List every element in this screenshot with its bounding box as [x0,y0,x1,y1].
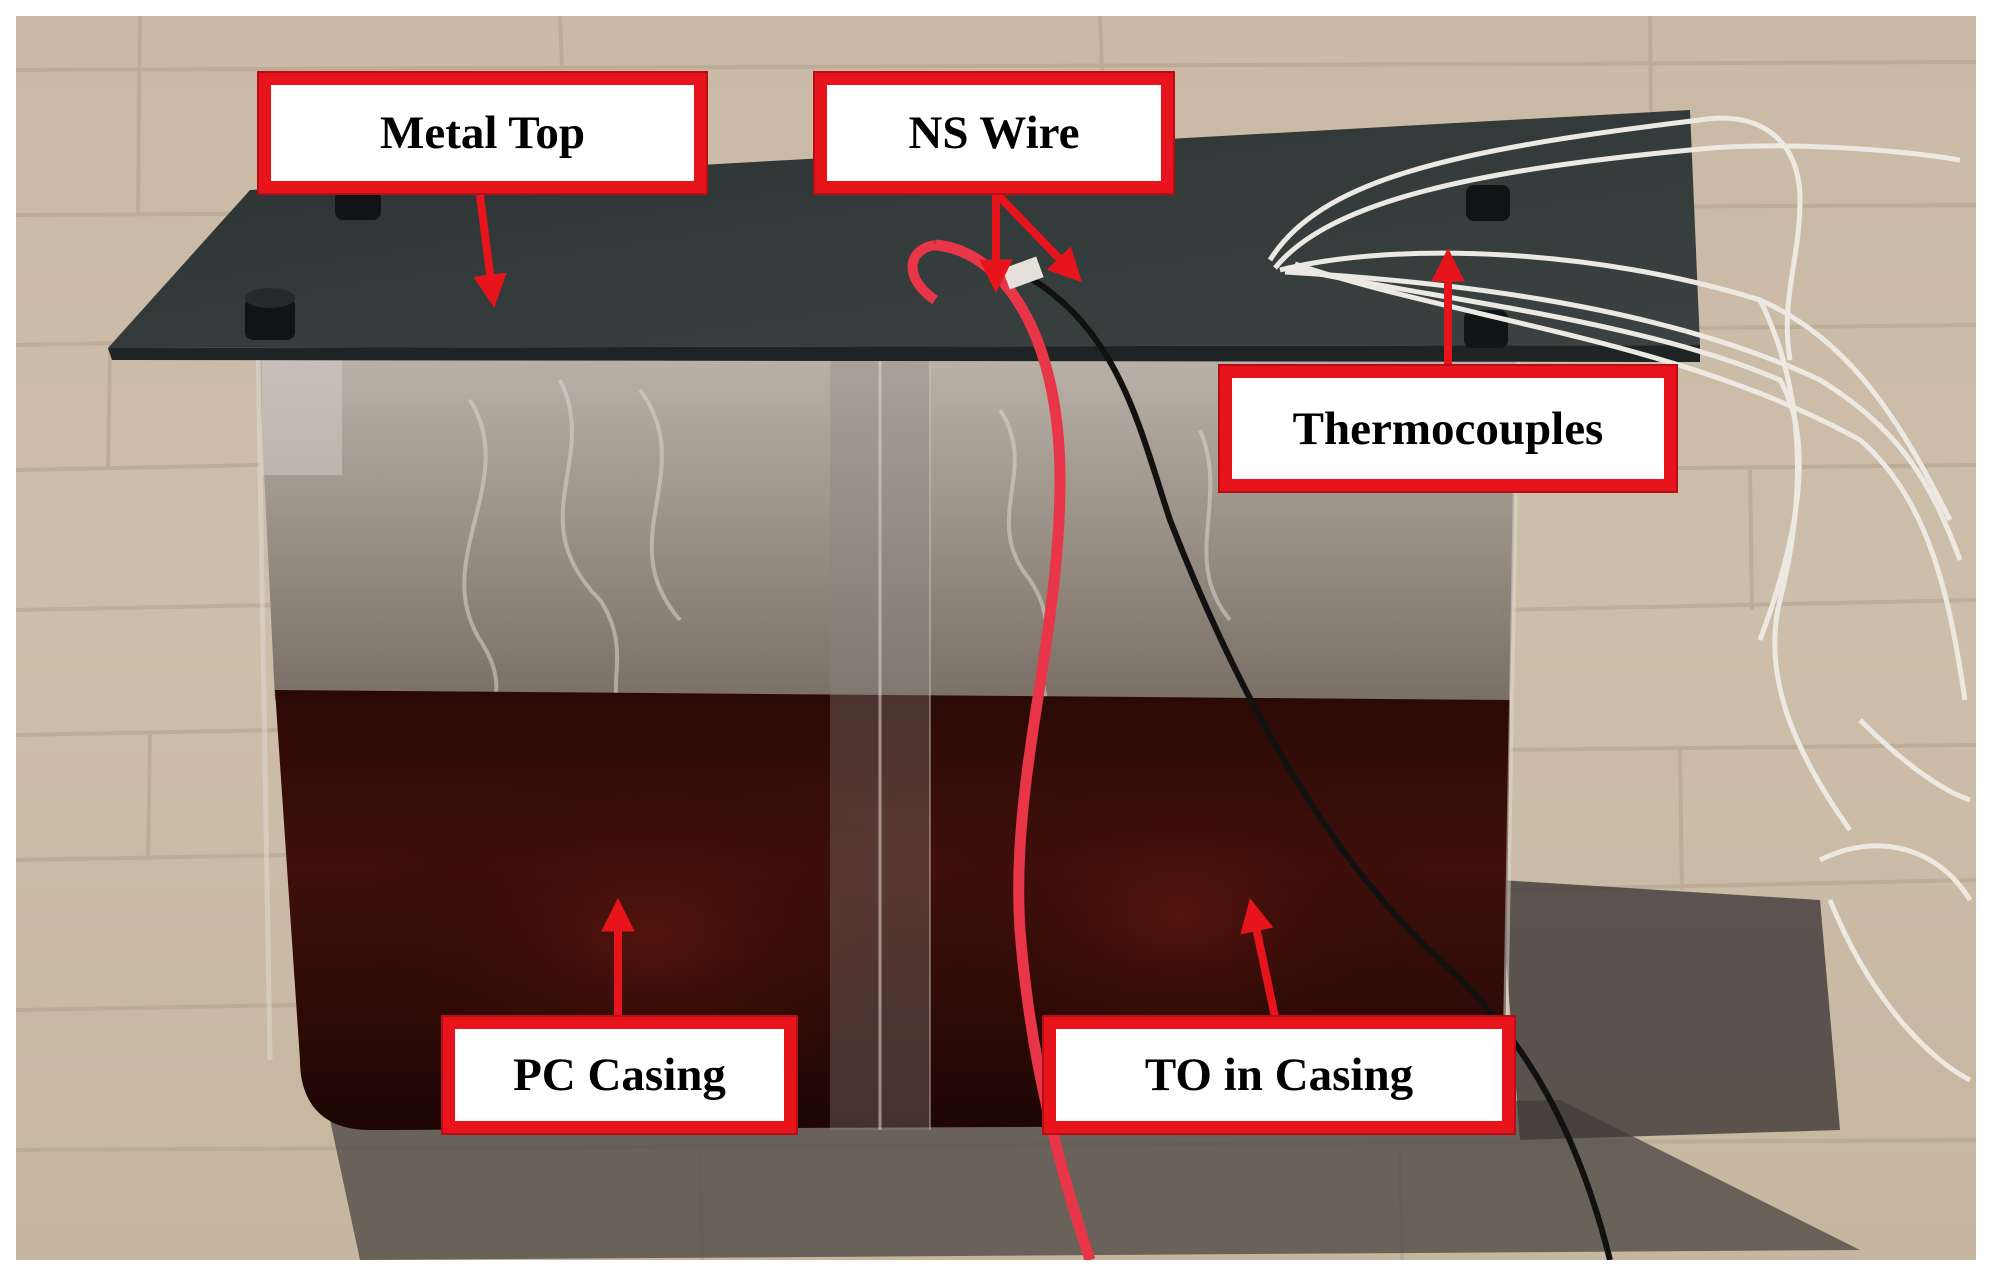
label-metal-top-text: Metal Top [379,107,585,159]
label-ns-wire: NS Wire [815,73,1173,193]
label-pc-casing-text: PC Casing [513,1049,726,1101]
label-to-in-casing-text: TO in Casing [1144,1049,1414,1101]
label-thermocouples: Thermocouples [1220,366,1676,491]
label-ns-wire-text: NS Wire [908,107,1080,159]
label-metal-top: Metal Top [259,73,706,193]
label-pc-casing: PC Casing [443,1017,796,1133]
label-to-in-casing: TO in Casing [1044,1017,1514,1133]
label-thermocouples-text: Thermocouples [1292,402,1604,455]
bolts [245,185,1510,348]
box-shadow [330,1100,1860,1260]
thermocouple-wires [1267,115,1973,1083]
black-wire [1023,272,1613,1261]
